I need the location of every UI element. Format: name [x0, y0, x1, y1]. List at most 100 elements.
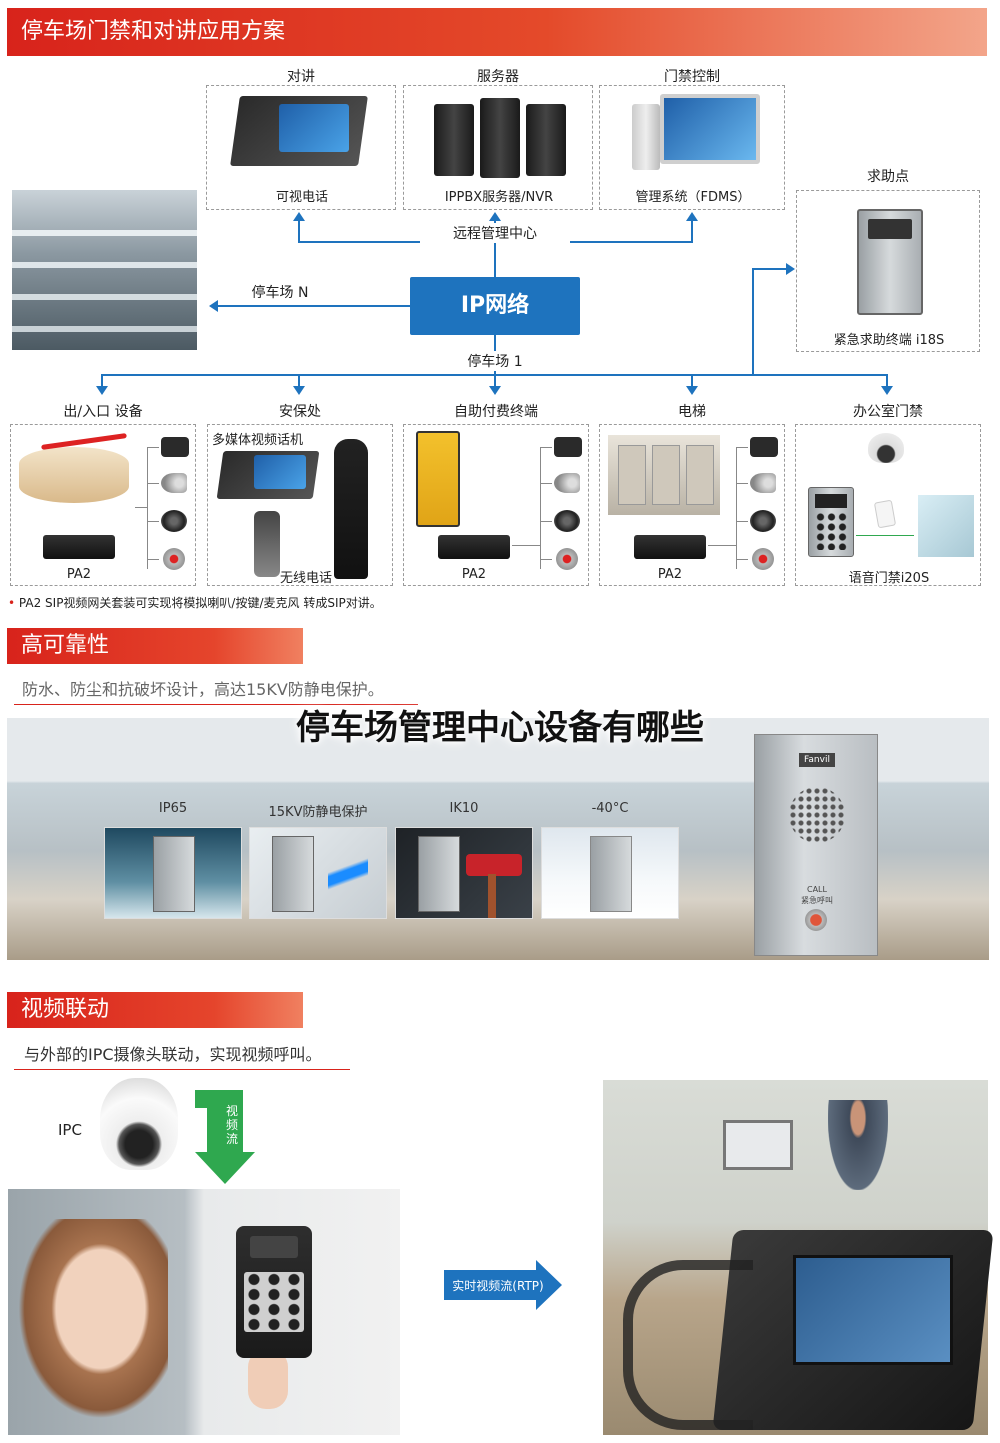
speaker-grille-icon [789, 787, 845, 843]
microphone-icon [161, 510, 187, 532]
connector-line [886, 374, 888, 388]
help-terminal-image [857, 209, 923, 315]
device-box-help-point: 紧急求助终端 i18S [796, 190, 980, 352]
pa2-label: PA2 [461, 567, 487, 582]
category-security: 安保处 [279, 404, 321, 420]
feature-image-cold [541, 827, 679, 919]
branch-line [147, 447, 159, 448]
pa2-note-text: PA2 SIP视频网关套装可实现将模拟喇叭/按键/麦克风 转成SIP对讲。 [18, 596, 382, 610]
payment-kiosk-image [416, 431, 460, 527]
monitor-image [660, 94, 760, 164]
branch-line [147, 483, 159, 484]
page-title-overlay: 停车场管理中心设备有哪些 [296, 708, 704, 748]
horn-speaker-icon [161, 473, 187, 493]
pc-tower-image [632, 104, 660, 170]
branch-line [736, 483, 748, 484]
access-card-image [873, 499, 897, 529]
category-intercom: 对讲 [287, 69, 315, 85]
server-image-2 [480, 98, 520, 178]
category-elevator: 电梯 [678, 404, 706, 420]
pa2-label: PA2 [657, 567, 683, 582]
connector-line [298, 218, 300, 242]
branch-line [512, 545, 540, 546]
branch-line [540, 521, 552, 522]
device-box-management: 管理系统（FDMS） [599, 85, 785, 210]
remote-center-label: 远程管理中心 [420, 223, 570, 243]
device-box-server: IPPBX服务器/NVR [403, 85, 593, 210]
device-label: IPPBX服务器/NVR [444, 190, 554, 205]
pa2-note: • PA2 SIP视频网关套装可实现将模拟喇叭/按键/麦克风 转成SIP对讲。 [8, 596, 382, 610]
feature-image-esd [249, 827, 387, 919]
branch-line [736, 447, 748, 448]
arrow-down-icon [293, 386, 305, 395]
arrow-down-icon [489, 386, 501, 395]
arrow-up-icon [489, 212, 501, 221]
video-stream-label: 视频流 [226, 1104, 239, 1146]
category-help-point: 求助点 [867, 169, 909, 185]
section-banner-video: 视频联动 [7, 992, 303, 1028]
device-box-security: 多媒体视频话机 无线电话 [207, 424, 393, 586]
banner-title: 高可靠性 [21, 633, 110, 658]
pa2-label: PA2 [66, 567, 92, 582]
branch-line [147, 559, 159, 560]
device-box-elevator: PA2 [599, 424, 785, 586]
connector-line [494, 218, 496, 278]
horn-speaker-icon [750, 473, 776, 493]
device-box-office: 语音门禁i20S [795, 424, 981, 586]
glass-door-image [918, 495, 974, 557]
category-office: 办公室门禁 [853, 404, 923, 420]
branch-line [736, 447, 737, 569]
intercom-panel-image: Fanvil CALL 紧急呼叫 [754, 734, 878, 956]
arrow-up-icon [686, 212, 698, 221]
panel-call-label: CALL [807, 885, 827, 894]
link-line [856, 535, 914, 536]
pa2-gateway-image [634, 535, 706, 559]
ipc-camera-image [100, 1078, 178, 1170]
parking-building-image [12, 190, 197, 350]
connector-line [494, 374, 496, 388]
ip-network-node: IP网络 [410, 277, 580, 335]
connector-line [101, 374, 103, 388]
door-access-terminal-image [808, 487, 854, 557]
ipc-label: IPC [58, 1121, 82, 1139]
pa2-gateway-image [43, 535, 115, 559]
section-banner-solution: 停车场门禁和对讲应用方案 [7, 8, 987, 56]
feature-image-impact [395, 827, 533, 919]
category-entrance: 出/入口 设备 [63, 404, 143, 420]
connector-line [691, 218, 693, 242]
keypad-icon [244, 1272, 304, 1332]
wireless-phone-label: 无线电话 [280, 571, 333, 586]
arrow-left-icon [209, 300, 218, 312]
branch-line [135, 507, 147, 508]
push-button-icon [163, 548, 185, 570]
pa2-gateway-image [438, 535, 510, 559]
branch-line [540, 447, 552, 448]
arrow-down-icon [881, 386, 893, 395]
branch-line [540, 559, 552, 560]
category-payment: 自助付费终端 [454, 404, 538, 420]
branch-line [540, 447, 541, 569]
microphone-icon [750, 510, 776, 532]
section-banner-reliability: 高可靠性 [7, 628, 303, 664]
banner-title: 停车场门禁和对讲应用方案 [21, 19, 286, 44]
parking-1-label: 停车场 1 [445, 351, 545, 371]
feature-image-water [104, 827, 242, 919]
category-access-control: 门禁控制 [664, 69, 720, 85]
dome-camera-image [868, 433, 904, 463]
feature-label-ip65: IP65 [158, 801, 188, 816]
rtp-stream-arrow [444, 1260, 562, 1310]
visitor-photo [8, 1189, 400, 1435]
feature-label-cold: -40°C [591, 801, 629, 816]
device-box-payment: PA2 [403, 424, 589, 586]
panel-brand: Fanvil [799, 753, 835, 767]
gate-island-image [19, 447, 129, 503]
push-button-icon [752, 548, 774, 570]
connector-line [298, 374, 300, 388]
feature-label-ik10: IK10 [449, 801, 479, 816]
branch-line [540, 483, 552, 484]
category-server: 服务器 [477, 69, 519, 85]
video-phone-screen [254, 455, 306, 489]
server-image-3 [526, 104, 566, 176]
server-image-1 [434, 104, 474, 176]
multimedia-phone-label: 多媒体视频话机 [212, 433, 304, 448]
